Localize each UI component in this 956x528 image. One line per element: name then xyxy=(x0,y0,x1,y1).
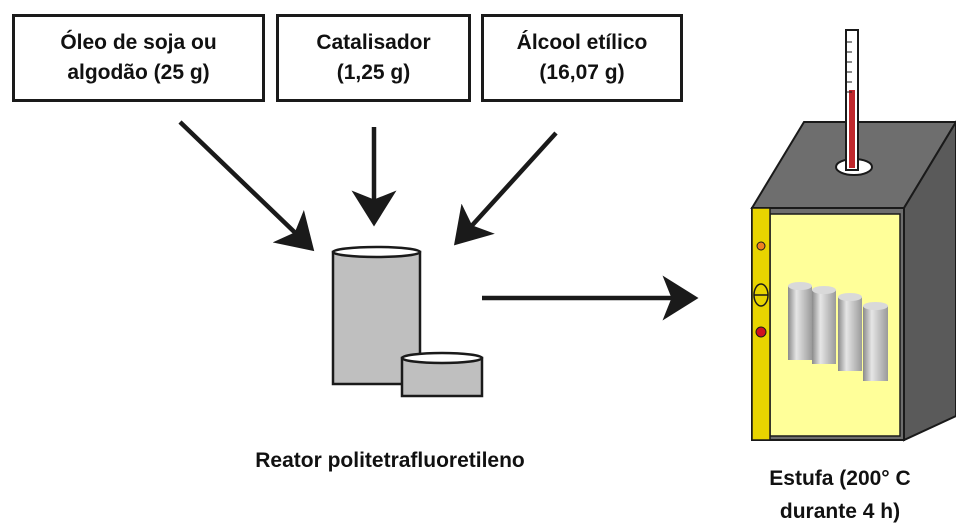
oven-label: Estufa (200° C durante 4 h) xyxy=(735,462,945,528)
reactor-icon xyxy=(331,245,484,398)
input-box-catalyst: Catalisador (1,25 g) xyxy=(276,14,471,102)
oven-light-red xyxy=(755,326,767,338)
arrow-oil-to-reactor xyxy=(178,120,315,252)
reactor-vessels-inside-oven xyxy=(788,282,888,381)
oven-label-line1: Estufa (200° C xyxy=(769,467,911,490)
oven-light-orange xyxy=(756,241,766,251)
catalyst-label-line2: (1,25 g) xyxy=(336,61,411,84)
input-box-oil: Óleo de soja ou algodão (25 g) xyxy=(12,14,265,102)
thermometer-icon xyxy=(845,29,859,171)
alcohol-label-line2: (16,07 g) xyxy=(539,61,625,84)
oil-label-line1: Óleo de soja ou xyxy=(60,31,217,54)
catalyst-label-line1: Catalisador xyxy=(316,31,431,54)
oven-label-line2: durante 4 h) xyxy=(779,500,901,523)
reactor-label: Reator politetrafluoretileno xyxy=(255,449,525,472)
oven-icon xyxy=(750,29,956,442)
alcohol-label-line1: Álcool etílico xyxy=(516,31,648,54)
oil-label-line2: algodão (25 g) xyxy=(67,61,210,84)
input-box-alcohol: Álcool etílico (16,07 g) xyxy=(481,14,683,102)
arrow-alcohol-to-reactor xyxy=(453,131,558,246)
